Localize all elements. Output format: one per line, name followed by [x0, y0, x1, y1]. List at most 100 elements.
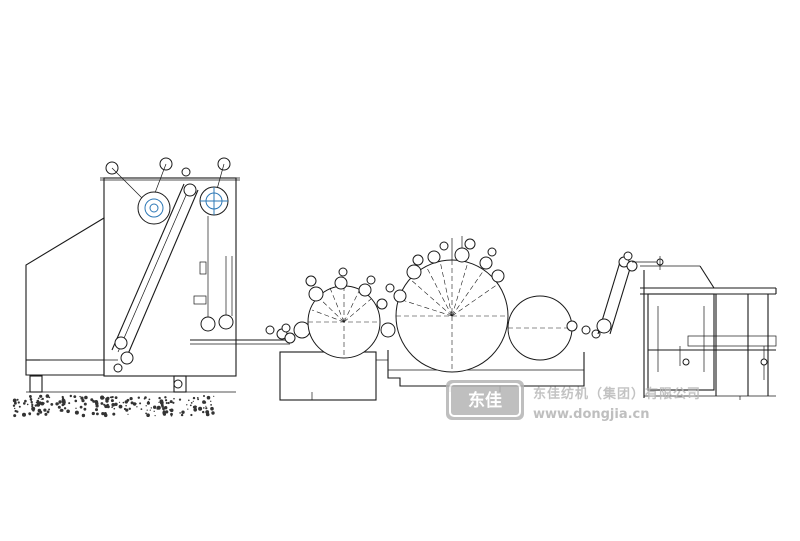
- floor-speck: [186, 404, 188, 406]
- floor-speck: [198, 406, 203, 411]
- floor-speck: [83, 407, 87, 411]
- floor-speck: [81, 399, 85, 403]
- floor-speck: [143, 397, 146, 400]
- floor-speck: [140, 408, 143, 410]
- floor-speck: [74, 410, 79, 415]
- floor-speck: [91, 411, 95, 416]
- floor-speck: [95, 408, 98, 412]
- floor-speck: [149, 409, 151, 411]
- floor-speck: [179, 412, 181, 414]
- floor-speck: [30, 399, 32, 402]
- floor-speck: [66, 409, 70, 414]
- floor-speck: [105, 412, 107, 414]
- floor-speck: [206, 395, 211, 400]
- lapper-cabinet: [647, 293, 715, 391]
- lattice-bottom-roll-2: [120, 351, 134, 365]
- floor-speck: [74, 399, 78, 403]
- doffer-cylinder: [507, 295, 573, 361]
- floor-speck: [165, 399, 168, 402]
- floor-speck: [46, 400, 49, 403]
- floor-speck: [63, 407, 67, 410]
- floor-speck: [125, 408, 129, 412]
- floor-speck: [62, 400, 66, 405]
- floor-speck: [18, 405, 21, 408]
- floor-speck: [164, 406, 168, 410]
- floor-speck: [100, 402, 104, 405]
- floor-speck: [130, 401, 134, 405]
- floor-speck: [159, 400, 164, 405]
- floor-speck: [202, 410, 205, 414]
- floor-speck: [135, 403, 137, 405]
- delivery-roll-2: [218, 314, 234, 330]
- floor-speck: [55, 402, 59, 406]
- floor-speck: [156, 405, 161, 410]
- floor-speck: [205, 405, 207, 407]
- floor-speck: [129, 397, 133, 401]
- floor-speck: [57, 405, 61, 409]
- floor-speck: [106, 405, 110, 409]
- floor-speck: [169, 400, 173, 404]
- floor-speck: [114, 402, 118, 406]
- floor-speck: [146, 409, 148, 411]
- floor-speck: [79, 405, 83, 409]
- watermark: 东佳 东佳纺机（集团）有限公司 www.dongjia.cn: [446, 380, 700, 422]
- floor-speck: [105, 399, 109, 403]
- floor-speck: [165, 410, 169, 414]
- floor-speck: [145, 412, 148, 415]
- floor-speck: [203, 395, 205, 397]
- floor-speck: [42, 402, 45, 405]
- floor-speck: [16, 410, 19, 413]
- floor-speck: [37, 397, 40, 400]
- floor-speck: [96, 412, 99, 416]
- floor-speck: [29, 396, 32, 399]
- floor-speck: [84, 395, 88, 400]
- floor-speck: [26, 403, 29, 406]
- floor-speck: [158, 401, 160, 403]
- floor-speck: [196, 397, 199, 399]
- floor-speck: [109, 396, 112, 399]
- floor-speck: [172, 401, 175, 404]
- floor-speck: [114, 396, 118, 399]
- floor-speck: [73, 395, 77, 398]
- floor-speck: [41, 397, 44, 400]
- floor-speck: [153, 410, 155, 412]
- floor-speck: [127, 413, 129, 415]
- floor-speck: [92, 400, 95, 403]
- floor-speck: [39, 410, 43, 414]
- floor-speck: [211, 411, 215, 415]
- floor-speck: [12, 398, 17, 403]
- floor-ground: [12, 394, 215, 418]
- floor-speck: [125, 404, 127, 407]
- floor-speck: [188, 399, 190, 402]
- floor-speck: [110, 399, 114, 403]
- floor-speck: [180, 413, 184, 417]
- floor-speck: [137, 396, 140, 399]
- floor-speck: [162, 412, 166, 416]
- floor-speck: [48, 396, 51, 399]
- floor-speck: [90, 398, 94, 402]
- floor-speck: [170, 415, 173, 417]
- floor-speck: [190, 402, 193, 404]
- floor-speck: [36, 412, 40, 416]
- floor-speck: [128, 407, 131, 410]
- cross-lapper: [596, 251, 777, 400]
- floor-speck: [202, 400, 206, 404]
- floor-speck: [44, 412, 48, 416]
- carding-section: [265, 236, 601, 401]
- floor-speck: [122, 401, 125, 404]
- floor-speck: [69, 394, 73, 398]
- floor-speck: [178, 398, 182, 401]
- floor-speck: [16, 398, 19, 401]
- floor-speck: [192, 405, 196, 409]
- feeder-rear-panel: [25, 217, 105, 376]
- floor-speck: [39, 394, 43, 398]
- watermark-url: www.dongjia.cn: [533, 407, 650, 422]
- floor-speck: [80, 396, 84, 400]
- floor-speck: [22, 412, 26, 417]
- top-roller-3: [181, 167, 191, 177]
- floor-speck: [213, 395, 215, 397]
- floor-speck: [13, 414, 17, 418]
- floor-speck: [153, 405, 157, 409]
- floor-speck: [31, 402, 33, 404]
- floor-speck: [161, 405, 164, 408]
